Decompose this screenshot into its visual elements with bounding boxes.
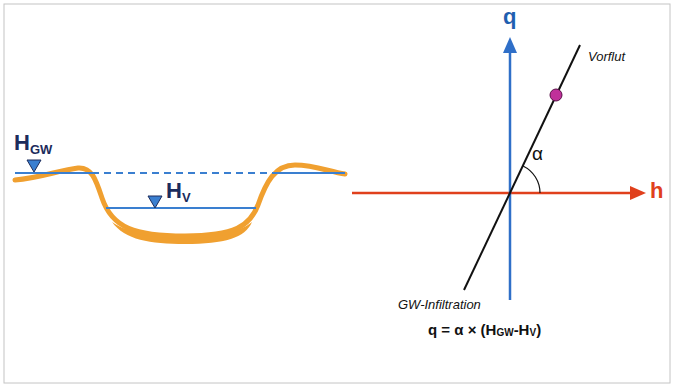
angle-arc (523, 166, 540, 193)
formula-text: ) (536, 322, 541, 337)
level-subscript: V (182, 191, 191, 204)
axis-label: q (503, 6, 516, 28)
level-label: H (166, 180, 182, 202)
arrowhead (630, 186, 646, 200)
formula-text: -H (514, 322, 530, 337)
river-bank (15, 165, 345, 236)
h-axis (352, 192, 634, 195)
level-subscript: GW (30, 143, 52, 156)
angle-label: α (532, 144, 543, 163)
level-label: H (14, 132, 30, 154)
region-label: GW-Infiltration (398, 298, 481, 311)
frame (4, 4, 670, 383)
vorflut-dot (550, 89, 562, 101)
groundwater-dashed (92, 172, 278, 174)
relation-line (464, 45, 580, 290)
formula-text: q = α × (H (428, 322, 496, 337)
groundwater-line (15, 172, 92, 174)
arrowhead (503, 37, 517, 53)
formula-subscript: V (529, 328, 536, 338)
axis-label: h (650, 180, 663, 202)
water-level-line (106, 207, 256, 209)
groundwater-line (278, 172, 345, 174)
q-axis (509, 50, 512, 300)
formula-subscript: GW (496, 328, 513, 338)
point-label: Vorflut (588, 50, 625, 63)
level-triangle (27, 160, 41, 172)
level-triangle (148, 196, 162, 208)
